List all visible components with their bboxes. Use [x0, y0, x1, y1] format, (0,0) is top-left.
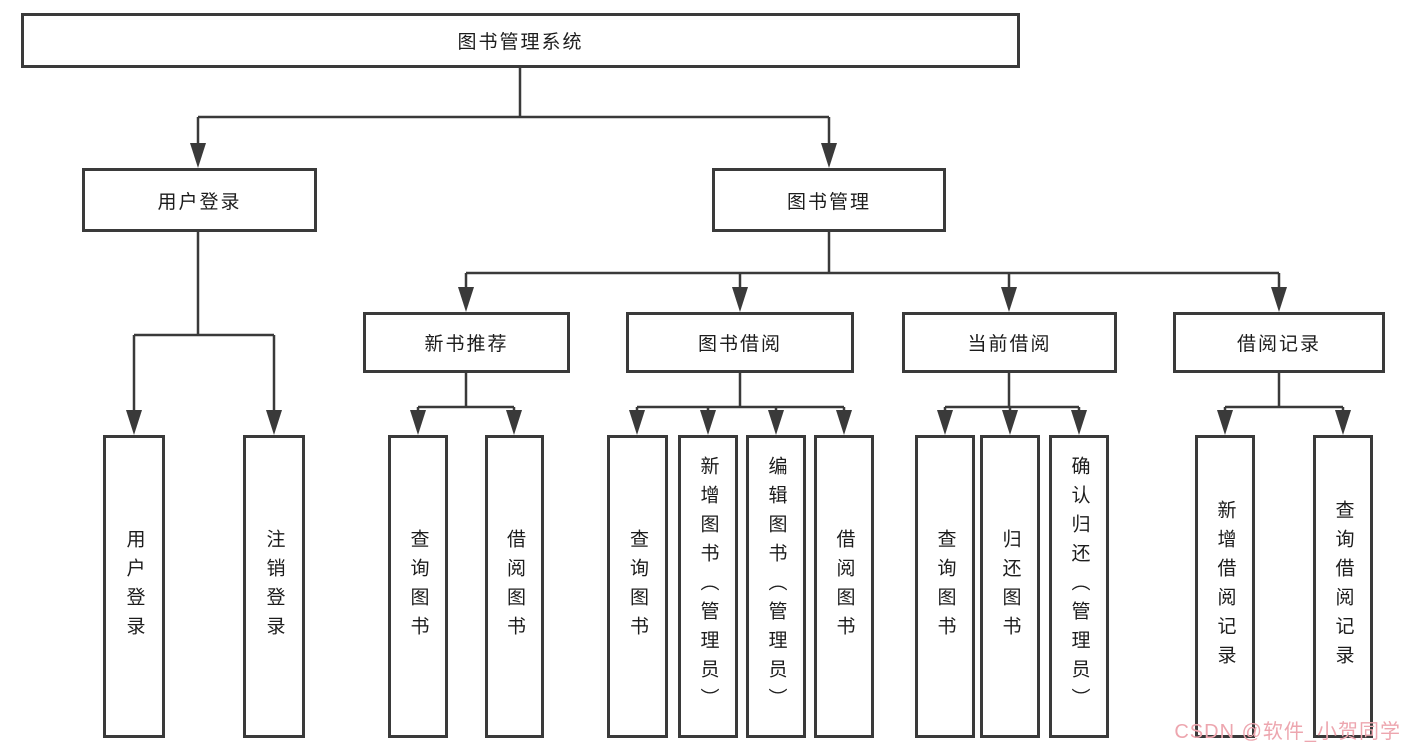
- leaf-logout-label: 注销登录: [263, 528, 285, 645]
- node-book-borrow-label: 图书借阅: [697, 334, 782, 355]
- leaf-records-query-label: 查询借阅记录: [1332, 499, 1354, 674]
- leaf-current-confirm-admin-label: 确认归还（管理员）: [1068, 456, 1090, 717]
- connector-userlogin-to-leaves: [132, 232, 276, 413]
- node-root-system-label: 图书管理系统: [457, 32, 584, 53]
- leaf-current-return-label: 归还图书: [999, 528, 1021, 645]
- leaf-newbook-query-label: 查询图书: [407, 528, 429, 645]
- connector-currentborrow-to-leaves: [943, 373, 1081, 413]
- leaf-borrow-edit-admin-label: 编辑图书（管理员）: [765, 456, 787, 717]
- leaf-current-return: 归还图书: [980, 435, 1040, 738]
- leaf-user-login: 用户登录: [103, 435, 165, 738]
- node-borrow-records: 借阅记录: [1173, 312, 1385, 373]
- leaf-logout: 注销登录: [243, 435, 305, 738]
- leaf-borrow-query-label: 查询图书: [627, 528, 648, 645]
- leaf-records-add: 新增借阅记录: [1195, 435, 1255, 738]
- leaf-user-login-label: 用户登录: [123, 528, 145, 645]
- node-book-management-label: 图书管理: [786, 191, 871, 213]
- leaf-records-add-label: 新增借阅记录: [1214, 499, 1236, 674]
- leaf-borrow-borrow: 借阅图书: [814, 435, 874, 738]
- node-current-borrow-label: 当前借阅: [967, 334, 1052, 355]
- node-current-borrow: 当前借阅: [902, 312, 1117, 373]
- node-user-login-label: 用户登录: [157, 191, 242, 213]
- leaf-borrow-add-admin-label: 新增图书（管理员）: [697, 456, 719, 717]
- node-root-system: 图书管理系统: [21, 13, 1020, 68]
- leaf-borrow-edit-admin: 编辑图书（管理员）: [746, 435, 806, 738]
- node-new-book-recommend-label: 新书推荐: [424, 334, 509, 355]
- leaf-borrow-borrow-label: 借阅图书: [833, 528, 855, 645]
- csdn-watermark: CSDN @软件_小贺同学: [1174, 721, 1401, 743]
- connector-root-to-level2: [196, 68, 831, 146]
- leaf-borrow-add-admin: 新增图书（管理员）: [678, 435, 738, 738]
- connector-records-to-leaves: [1223, 373, 1345, 413]
- node-user-login: 用户登录: [82, 168, 317, 232]
- connector-bookborrow-to-leaves: [635, 373, 846, 413]
- node-book-management: 图书管理: [712, 168, 946, 232]
- leaf-records-query: 查询借阅记录: [1313, 435, 1373, 738]
- leaf-newbook-borrow-label: 借阅图书: [504, 528, 525, 645]
- leaf-newbook-borrow: 借阅图书: [485, 435, 544, 738]
- node-new-book-recommend: 新书推荐: [363, 312, 570, 373]
- leaf-newbook-query: 查询图书: [388, 435, 448, 738]
- node-borrow-records-label: 借阅记录: [1236, 334, 1321, 355]
- connector-newbook-to-leaves: [416, 373, 516, 413]
- connector-bookmgmt-to-level3: [464, 232, 1281, 290]
- leaf-borrow-query: 查询图书: [607, 435, 668, 738]
- leaf-current-confirm-admin: 确认归还（管理员）: [1049, 435, 1109, 738]
- node-book-borrow: 图书借阅: [626, 312, 854, 373]
- leaf-current-query: 查询图书: [915, 435, 975, 738]
- leaf-current-query-label: 查询图书: [934, 528, 956, 645]
